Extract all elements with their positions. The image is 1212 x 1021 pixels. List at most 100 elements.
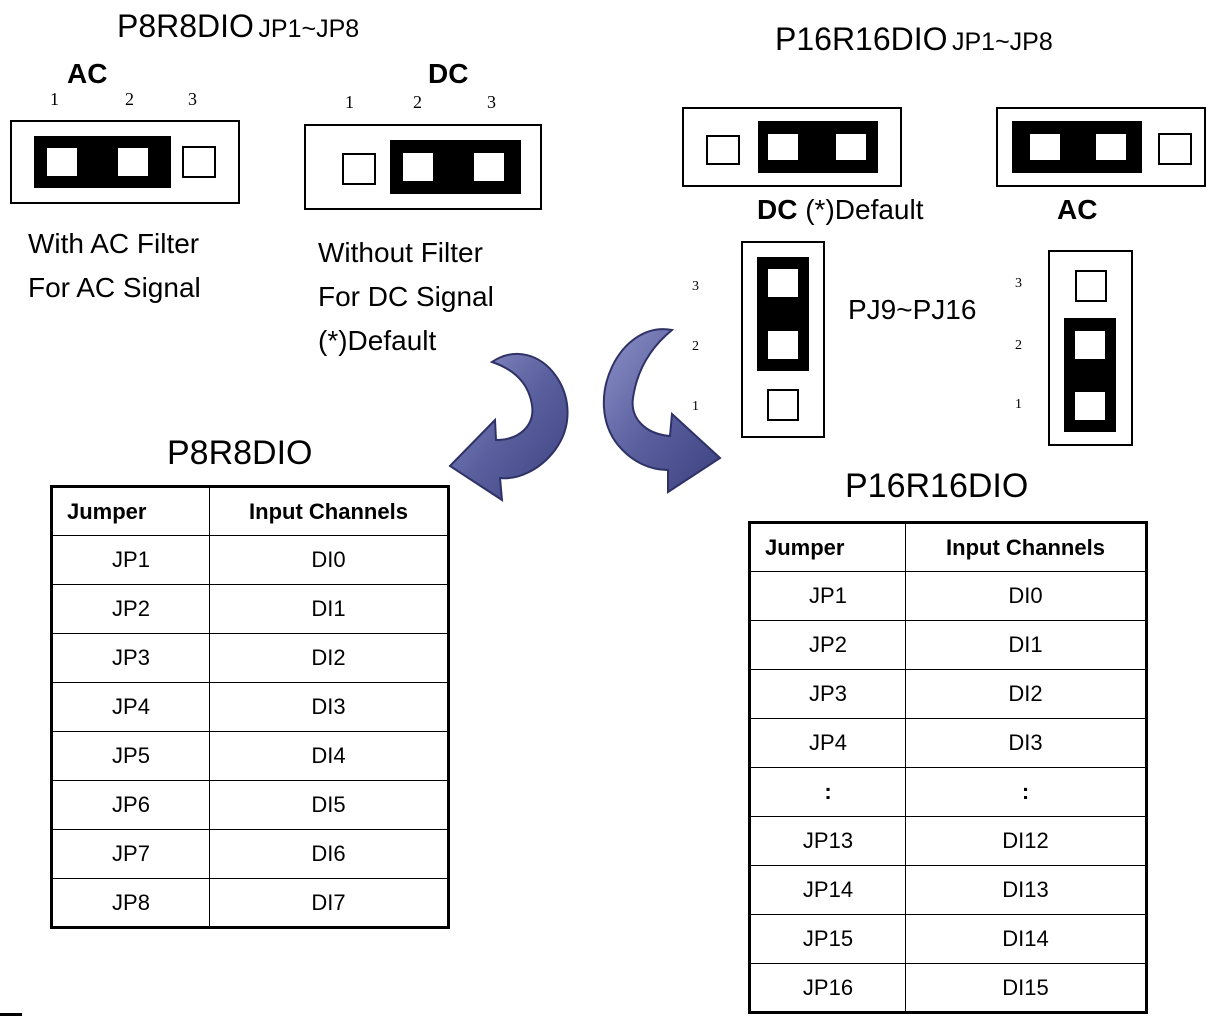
jumper-cell: JP3: [749, 669, 906, 719]
p8r8dio-heading-suffix: JP1~JP8: [258, 15, 360, 43]
jumper-cell: JP2: [51, 584, 210, 634]
p16-ac-label: AC: [1057, 194, 1098, 225]
jumper-cell: JP6: [51, 780, 210, 830]
jumper-cell: :: [749, 767, 906, 817]
p16-dc-label: DC: [757, 194, 798, 225]
jumper-cell: JP1: [749, 571, 906, 621]
channel-cell: DI15: [905, 963, 1147, 1013]
channel-cell: DI13: [905, 865, 1147, 915]
jumper-cell: JP3: [51, 633, 210, 683]
channel-cell: DI1: [209, 584, 449, 634]
p16r16dio-heading-title: P16R16DIO: [775, 21, 948, 57]
p16-ac-v-pin1-square: [1075, 392, 1105, 420]
p16-dc-default: (*)Default: [805, 194, 924, 225]
p16-ac-v-pin-3: 3: [1015, 276, 1022, 291]
p16-dc-v-pin-2: 2: [692, 339, 699, 354]
edge-mark: [0, 1013, 22, 1016]
right-table-title: P16R16DIO: [845, 467, 1029, 505]
jumper-cell: JP15: [749, 914, 906, 964]
p16-dc-v-pin2-square: [768, 331, 798, 359]
dc-jumper-diagram: [304, 124, 542, 210]
p16-ac-h-pin1-square: [1030, 134, 1060, 160]
channel-cell: DI3: [905, 718, 1147, 768]
p16-ac-v-pin-1: 1: [1015, 397, 1022, 412]
p16-dc-vertical-jumper: [741, 241, 825, 438]
pj9-pj16-label: PJ9~PJ16: [848, 294, 977, 325]
ac-jumper-cap: [34, 136, 171, 188]
channel-cell: DI3: [209, 682, 449, 732]
ac-jumper-diagram: [10, 120, 240, 204]
p16-dc-h-cap: [758, 121, 878, 173]
jumper-cell: JP13: [749, 816, 906, 866]
p16-ac-horizontal-jumper: [996, 107, 1206, 187]
ac-pin-3: 3: [188, 89, 197, 109]
jumper-cell: JP4: [51, 682, 210, 732]
header-jumper: Jumper: [749, 522, 906, 572]
jumper-cell: JP16: [749, 963, 906, 1013]
p16r16dio-heading-suffix: JP1~JP8: [951, 28, 1053, 56]
ac-pin2-square: [118, 148, 148, 176]
dc-description: Without Filter For DC Signal (*)Default: [318, 231, 494, 363]
p16-ac-v-cap: [1064, 318, 1116, 432]
ac-pin-1: 1: [50, 89, 59, 109]
dc-pin-2: 2: [413, 92, 422, 112]
p16-dc-h-pin1-square: [706, 135, 740, 165]
ac-pin1-square: [47, 148, 77, 176]
jumper-cell: JP14: [749, 865, 906, 915]
channel-cell: DI7: [209, 878, 449, 928]
p16-ac-v-pin3-square: [1075, 270, 1107, 302]
dc-jumper-cap: [390, 140, 521, 194]
ac-desc-line-2: For AC Signal: [28, 272, 201, 303]
jumper-cell: JP2: [749, 620, 906, 670]
ac-desc-line-1: With AC Filter: [28, 228, 200, 259]
jumper-cell: JP4: [749, 718, 906, 768]
jumper-cell: JP7: [51, 829, 210, 879]
table-header-row: Jumper Input Channels: [51, 486, 449, 536]
p16-dc-v-pin3-square: [768, 269, 798, 297]
p16-dc-horizontal-jumper: [682, 107, 902, 187]
channel-cell: DI1: [905, 620, 1147, 670]
p16r16dio-jumper-heading: P16R16DIO JP1~JP8: [775, 23, 1053, 57]
channel-cell: DI5: [209, 780, 449, 830]
channel-cell: DI14: [905, 914, 1147, 964]
channel-cell: DI0: [209, 535, 449, 585]
channel-cell: DI0: [905, 571, 1147, 621]
header-jumper: Jumper: [51, 486, 210, 536]
p16-ac-v-pin2-square: [1075, 331, 1105, 359]
p16-dc-v-pin-1: 1: [692, 399, 699, 414]
p16-dc-label-group: DC (*)Default: [757, 196, 924, 224]
dc-desc-line-2: For DC Signal: [318, 281, 494, 312]
dc-pin-3: 3: [487, 92, 496, 112]
p16-ac-v-pin-2: 2: [1015, 338, 1022, 353]
p8r8dio-jumper-heading: P8R8DIO JP1~JP8: [117, 10, 359, 44]
p16-dc-v-pin-3: 3: [692, 279, 699, 294]
ac-description: With AC Filter For AC Signal: [28, 222, 201, 310]
dc-desc-line-1: Without Filter: [318, 237, 483, 268]
p16-dc-h-pin3-square: [836, 134, 866, 160]
left-curved-arrow: [448, 353, 569, 502]
dc-pin1-square: [342, 153, 376, 185]
p16-ac-h-pin3-square: [1158, 133, 1192, 165]
jumper-cell: JP5: [51, 731, 210, 781]
p16-ac-h-cap: [1012, 121, 1142, 173]
p16-ac-h-pin2-square: [1096, 134, 1126, 160]
dc-pin3-square: [474, 153, 504, 181]
dc-pin2-square: [403, 153, 433, 181]
dc-label: DC: [428, 58, 469, 89]
header-input-channels: Input Channels: [905, 522, 1147, 572]
